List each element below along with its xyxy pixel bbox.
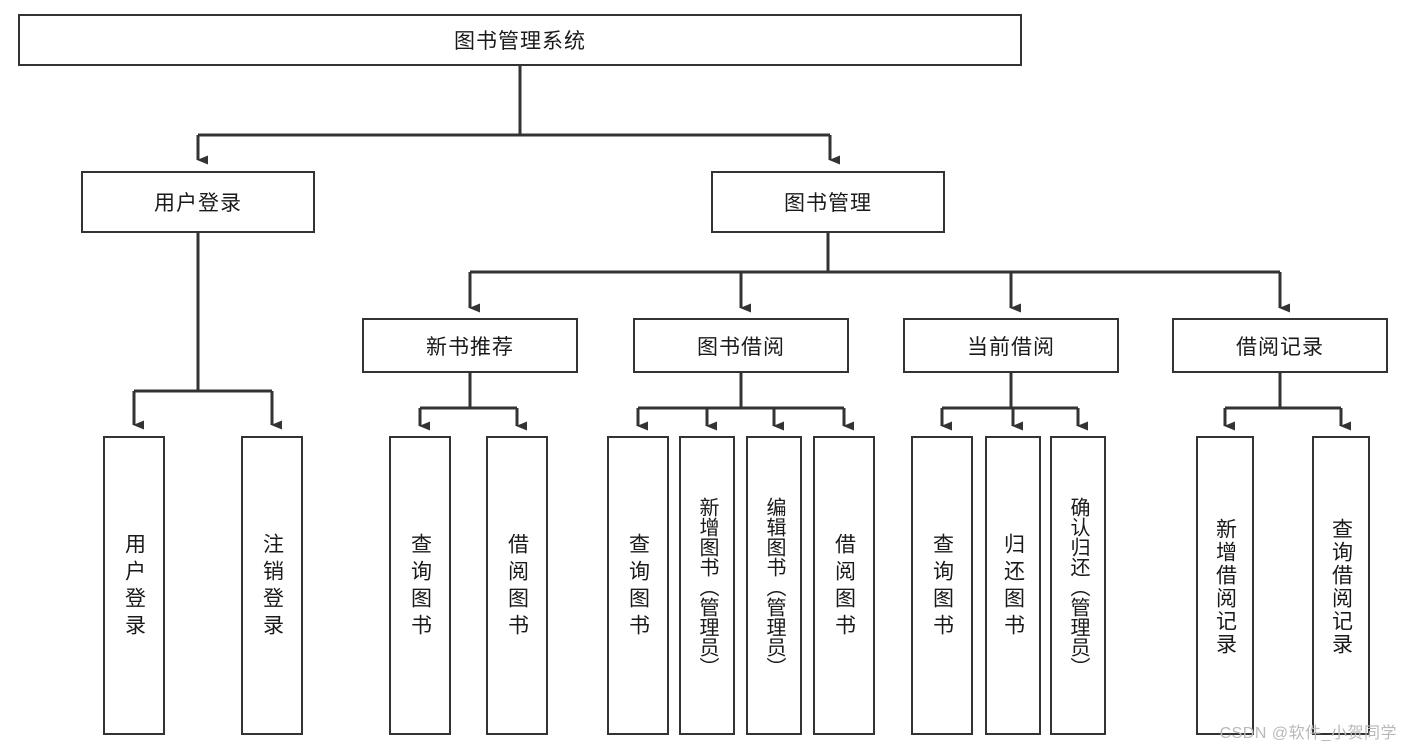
node-root-label: 图书管理系统 (454, 30, 586, 53)
node-add-book-admin-label: 新增图书（管理员） (696, 496, 718, 677)
node-confirm-return-admin[interactable]: 确认归还（管理员） (1050, 436, 1106, 735)
node-user-logout-leaf-label: 注销登录 (260, 532, 284, 641)
node-new-book-recommend[interactable]: 新书推荐 (362, 318, 578, 373)
node-query-book-3-label: 查询图书 (930, 532, 954, 641)
node-new-book-recommend-label: 新书推荐 (426, 335, 514, 359)
node-borrow-book-2[interactable]: 借阅图书 (813, 436, 875, 735)
node-current-borrow[interactable]: 当前借阅 (903, 318, 1119, 373)
node-query-book-3[interactable]: 查询图书 (911, 436, 973, 735)
node-book-borrow[interactable]: 图书借阅 (633, 318, 849, 373)
node-current-borrow-label: 当前借阅 (967, 335, 1055, 359)
node-query-book-2[interactable]: 查询图书 (607, 436, 669, 735)
node-query-book-1-label: 查询图书 (408, 532, 432, 641)
node-borrow-book-1[interactable]: 借阅图书 (486, 436, 548, 735)
node-add-book-admin[interactable]: 新增图书（管理员） (679, 436, 735, 735)
node-query-borrow-record[interactable]: 查询借阅记录 (1312, 436, 1370, 735)
node-return-book-label: 归还图书 (1001, 532, 1025, 641)
node-borrow-book-1-label: 借阅图书 (505, 532, 529, 641)
node-book-management[interactable]: 图书管理 (711, 171, 945, 233)
node-edit-book-admin-label: 编辑图书（管理员） (763, 496, 785, 677)
node-add-borrow-record[interactable]: 新增借阅记录 (1196, 436, 1254, 735)
node-user-login-label: 用户登录 (154, 192, 242, 215)
node-borrow-records[interactable]: 借阅记录 (1172, 318, 1388, 373)
node-edit-book-admin[interactable]: 编辑图书（管理员） (746, 436, 802, 735)
node-user-login-leaf-label: 用户登录 (122, 532, 146, 641)
node-add-borrow-record-label: 新增借阅记录 (1213, 517, 1237, 656)
node-borrow-book-2-label: 借阅图书 (832, 532, 856, 641)
node-book-management-label: 图书管理 (784, 192, 872, 215)
node-user-login[interactable]: 用户登录 (81, 171, 315, 233)
node-user-login-leaf[interactable]: 用户登录 (103, 436, 165, 735)
node-borrow-records-label: 借阅记录 (1236, 335, 1324, 359)
node-return-book[interactable]: 归还图书 (985, 436, 1041, 735)
csdn-watermark: CSDN @软件_小贺同学 (1219, 725, 1397, 742)
node-query-book-1[interactable]: 查询图书 (389, 436, 451, 735)
node-query-borrow-record-label: 查询借阅记录 (1329, 517, 1353, 656)
node-root[interactable]: 图书管理系统 (18, 14, 1022, 66)
node-query-book-2-label: 查询图书 (626, 532, 650, 641)
node-book-borrow-label: 图书借阅 (697, 335, 785, 359)
node-user-logout-leaf[interactable]: 注销登录 (241, 436, 303, 735)
node-confirm-return-admin-label: 确认归还（管理员） (1067, 496, 1089, 677)
